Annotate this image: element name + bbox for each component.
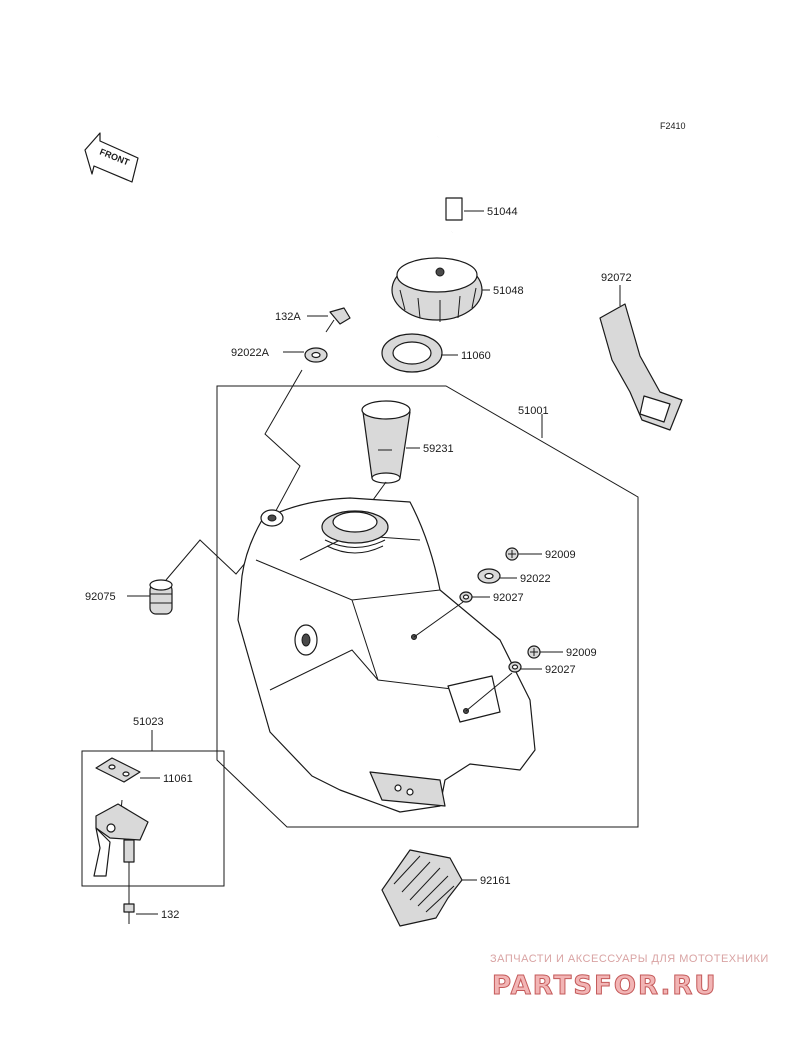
collar-92027-a-icon xyxy=(459,591,473,603)
bolt-132a-icon xyxy=(325,307,351,333)
label-strap-92072: 92072 xyxy=(601,272,632,284)
watermark-tagline: ЗАПЧАСТИ И АКСЕССУАРЫ ДЛЯ МОТОТЕХНИКИ xyxy=(490,953,769,965)
label-breather-hose: 51044 xyxy=(487,206,518,218)
collar-92027-b-icon xyxy=(508,661,522,673)
label-gasket-11061: 11061 xyxy=(163,773,193,785)
tank-assembly-outline xyxy=(216,385,639,828)
watermark-brand: PARTSFOR.RU xyxy=(492,971,717,1001)
washer-to-tank-line xyxy=(264,369,303,519)
label-fuel-cock-assy: 51023 xyxy=(133,716,164,728)
label-fuel-cap: 51048 xyxy=(493,285,524,297)
washer-92022a-icon xyxy=(304,347,328,363)
figure-code: F2410 xyxy=(660,121,686,131)
collar-b-to-tank-line xyxy=(465,672,513,712)
label-fuel-tank: 51001 xyxy=(518,405,549,417)
collar-a-to-tank-line xyxy=(413,601,464,638)
front-arrow-icon: FRONT xyxy=(84,132,139,183)
fuel-cock-box xyxy=(81,750,225,887)
fuel-cap-icon xyxy=(391,257,483,322)
fuel-tank-icon xyxy=(237,497,536,813)
label-screw-92009-a: 92009 xyxy=(545,549,576,561)
fuel-cock-icon xyxy=(93,799,149,877)
breather-hose-icon xyxy=(437,128,511,233)
screw-92009-b-icon xyxy=(527,645,541,659)
bolt-132-icon xyxy=(123,903,135,924)
strap-92072-icon xyxy=(599,303,683,431)
screw-92009-a-icon xyxy=(505,547,519,561)
label-washer-92022: 92022 xyxy=(520,573,551,585)
label-washer-92022a: 92022A xyxy=(231,347,270,359)
label-bolt-132: 132 xyxy=(161,909,179,921)
gasket-11061-icon xyxy=(95,757,141,783)
label-pad-92161: 92161 xyxy=(480,875,511,887)
filler-strainer-icon xyxy=(361,400,411,484)
damper-92075-icon xyxy=(149,579,173,615)
label-collar-92027-b: 92027 xyxy=(545,664,576,676)
label-damper-92075: 92075 xyxy=(85,591,116,603)
washer-92022-icon xyxy=(477,568,501,584)
label-screw-92009-b: 92009 xyxy=(566,647,597,659)
label-filler-strainer: 59231 xyxy=(423,443,454,455)
cap-gasket-icon xyxy=(381,333,443,373)
label-bolt-132a: 132A xyxy=(275,311,301,323)
label-collar-92027-a: 92027 xyxy=(493,592,524,604)
label-cap-gasket: 11060 xyxy=(461,350,491,362)
pad-92161-icon xyxy=(381,849,463,927)
